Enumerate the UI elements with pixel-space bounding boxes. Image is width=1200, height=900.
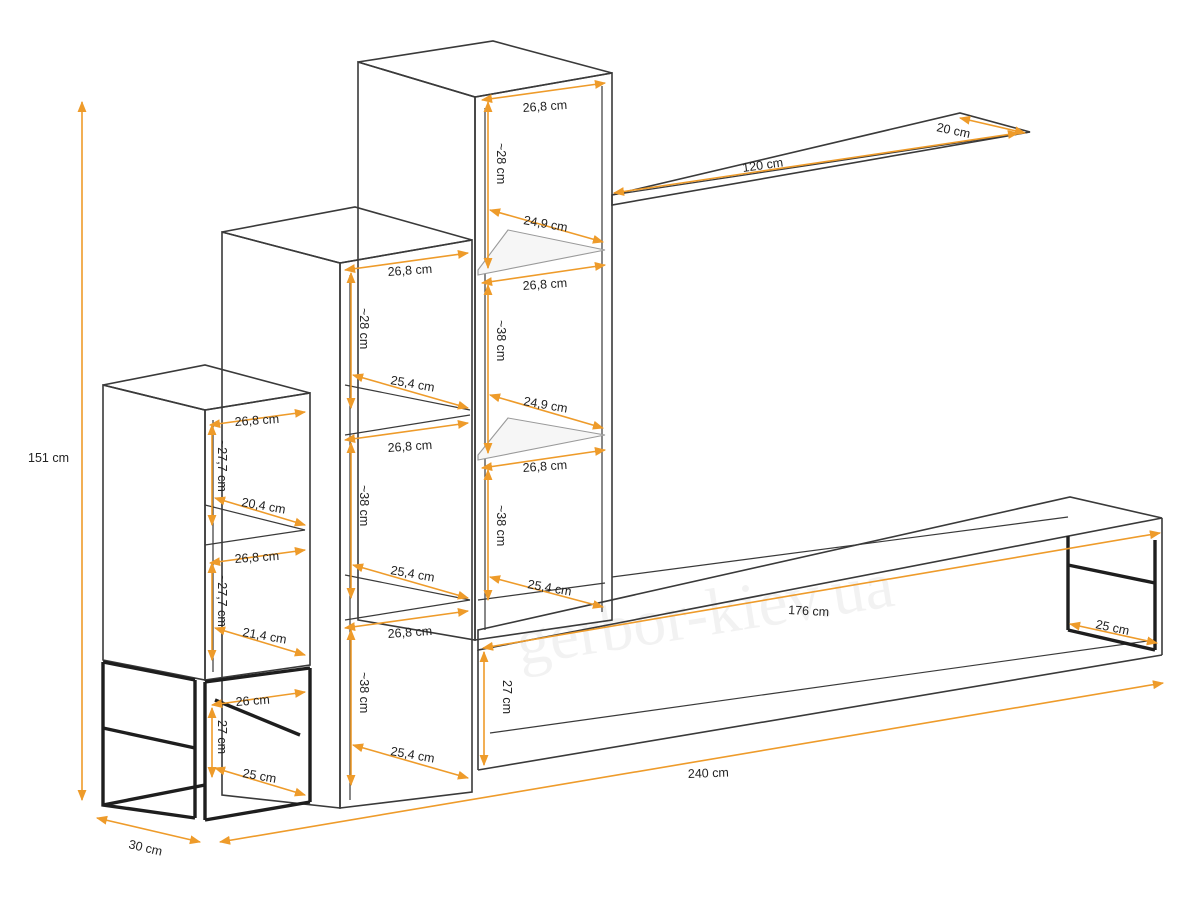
label-short-frame-height: 27 cm <box>215 720 229 754</box>
label-tall-top-width: 26,8 cm <box>522 98 567 115</box>
watermark: gerbor-kiev.ua <box>511 548 899 680</box>
label-tall-mid1-height: ~38 cm <box>494 320 508 361</box>
label-tall-mid1-width: 26,8 cm <box>522 276 567 293</box>
label-short-frame-width: 26 cm <box>235 693 270 709</box>
label-middle-low-height: ~38 cm <box>357 672 371 713</box>
tall-column-cabinet <box>357 40 613 641</box>
label-short-top-height: ~27,7 cm <box>215 440 229 492</box>
dim-total-width <box>218 680 1165 845</box>
label-middle-low-width: 26,8 cm <box>387 624 432 641</box>
glass-shelf-lower <box>477 417 606 461</box>
label-total-height: 151 cm <box>28 451 69 465</box>
short-column-cabinet <box>101 364 312 822</box>
label-tall-mid2-width: 26,8 cm <box>522 458 567 475</box>
label-tv-unit-height: 27 cm <box>500 680 514 714</box>
label-depth: 30 cm <box>127 837 163 858</box>
label-short-mid-width: 26,8 cm <box>234 549 279 566</box>
dimension-lines <box>77 79 1165 845</box>
dim-depth <box>95 815 202 845</box>
label-short-mid-height: ~27,7 cm <box>215 575 229 627</box>
label-tall-bottom-depth: 25,4 cm <box>526 577 572 599</box>
label-wall-shelf-length: 120 cm <box>741 155 784 175</box>
label-tall-mid2-height: ~38 cm <box>494 505 508 546</box>
label-middle-top-width: 26,8 cm <box>387 262 432 279</box>
label-total-width: 240 cm <box>688 766 729 781</box>
label-wall-shelf-depth: 20 cm <box>935 120 971 141</box>
label-tv-unit-depth: 25 cm <box>1094 617 1130 638</box>
label-tv-unit-length: 176 cm <box>788 603 830 619</box>
label-middle-mid-height: ~38 cm <box>357 485 371 526</box>
label-middle-mid-width: 26,8 cm <box>387 438 432 455</box>
label-short-frame-depth: 25 cm <box>241 766 277 786</box>
label-tall-glass2-width: 24,9 cm <box>522 394 568 416</box>
label-tall-glass1-width: 24,9 cm <box>522 213 568 235</box>
label-tall-top-height: ~28 cm <box>494 143 508 184</box>
label-middle-top-height: ~28 cm <box>357 308 371 349</box>
label-short-shelf1-depth: 20,4 cm <box>240 495 286 517</box>
label-short-top-width: 26,8 cm <box>234 412 279 429</box>
dimension-labels: 151 cm 30 cm 240 cm 120 cm 20 cm 176 cm … <box>28 98 1131 859</box>
